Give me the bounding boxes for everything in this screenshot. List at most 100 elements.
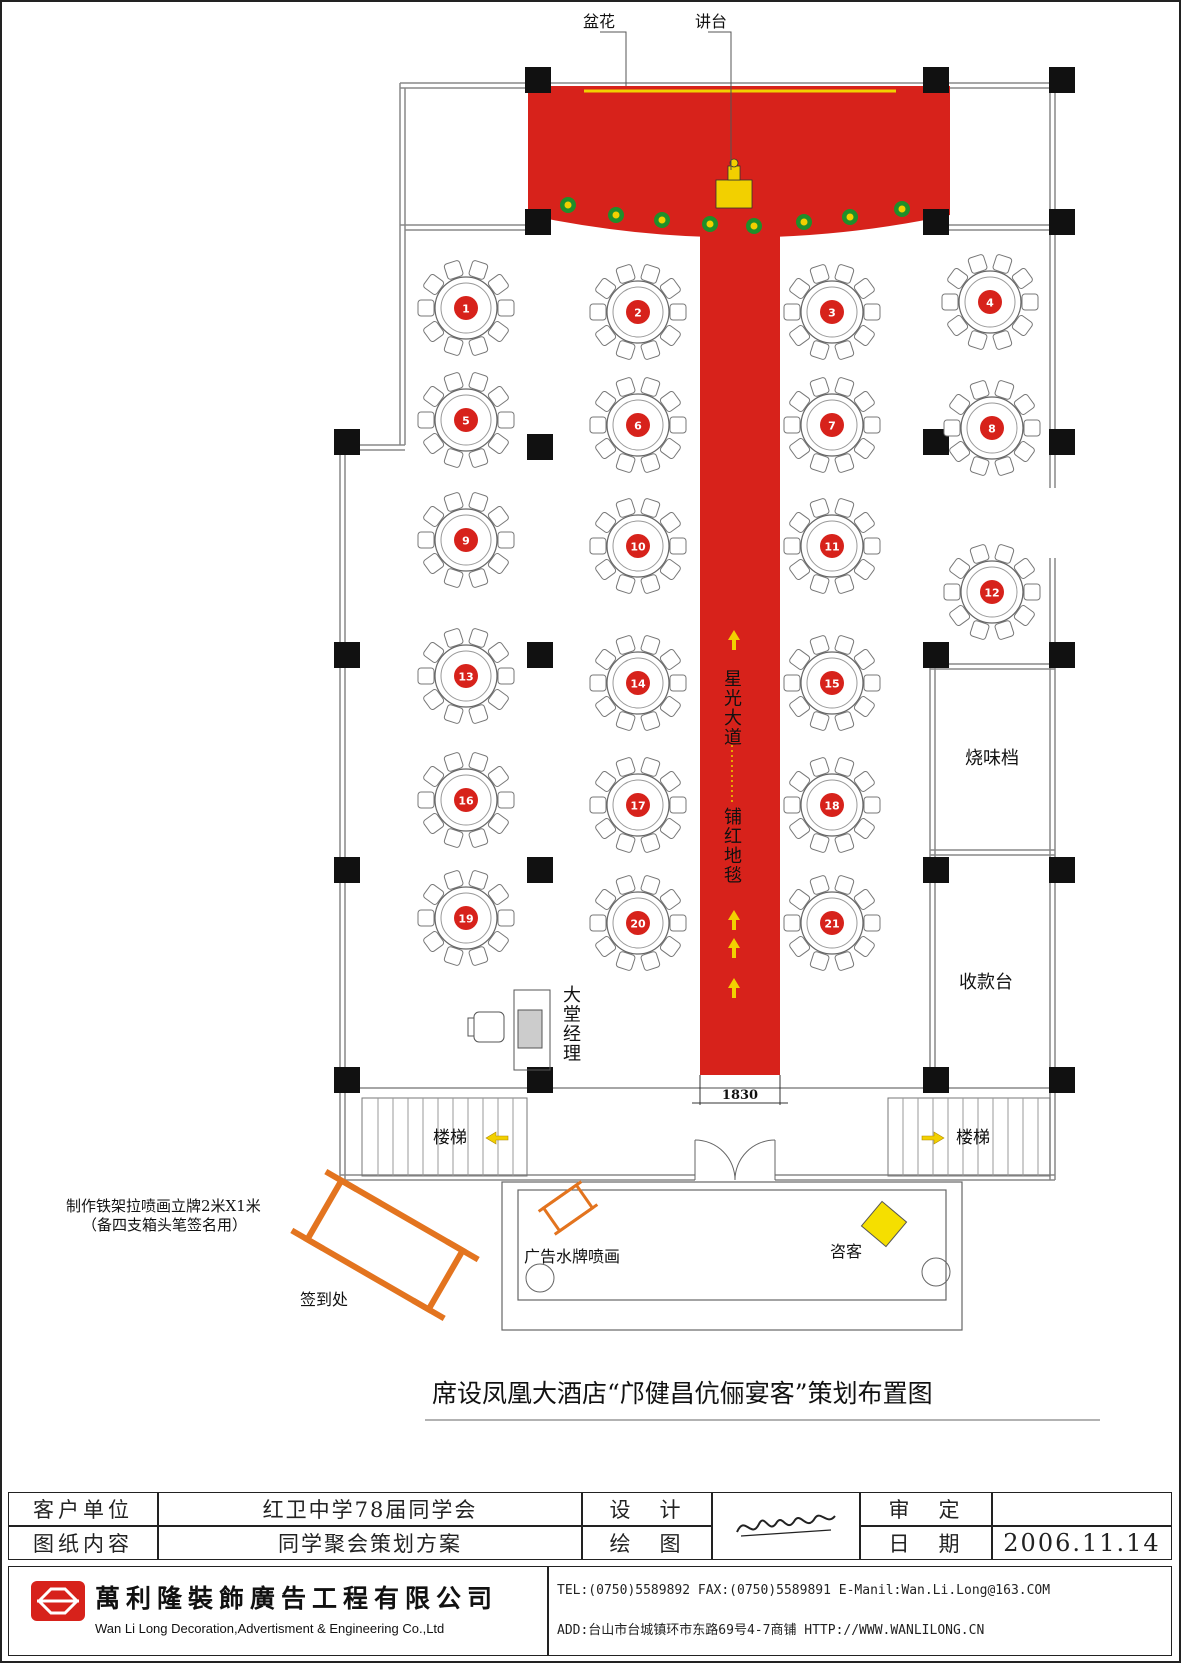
sign-note-2: （备四支箱头笔签名用） xyxy=(82,1216,247,1234)
table-number: 13 xyxy=(458,671,473,684)
table-number-badge xyxy=(454,906,478,930)
table-number: 12 xyxy=(984,587,999,600)
table-number-badge xyxy=(980,580,1004,604)
flower-icon xyxy=(608,207,624,223)
pillar xyxy=(1049,857,1075,883)
entrance-door xyxy=(694,1139,776,1181)
table-number-badge xyxy=(454,528,478,552)
table-number: 15 xyxy=(824,678,839,691)
table-number-badge xyxy=(626,534,650,558)
flower-icon xyxy=(746,218,762,234)
stage xyxy=(528,86,950,238)
table-13: 13 xyxy=(417,628,515,724)
table-number-badge xyxy=(454,664,478,688)
width-dimension xyxy=(692,1075,788,1105)
table-number: 20 xyxy=(630,918,646,931)
table-19: 19 xyxy=(417,870,515,966)
draw-label: 绘 图 xyxy=(582,1526,712,1560)
table-11: 11 xyxy=(783,498,881,594)
signature-box xyxy=(712,1492,860,1560)
pillar xyxy=(1049,1067,1075,1093)
stairs-right-steps xyxy=(887,1097,1051,1177)
table-number: 14 xyxy=(630,678,646,691)
pillar xyxy=(1049,642,1075,668)
plan-title: 席设凤凰大酒店“邝健昌伉俪宴客”策划布置图 xyxy=(432,1379,933,1408)
pillar xyxy=(923,642,949,668)
flower-icon xyxy=(560,197,576,213)
table-17: 17 xyxy=(589,757,687,853)
arrow-up-icon xyxy=(728,630,740,650)
cashier-label: 收款台 xyxy=(959,972,1013,993)
date-label: 日 期 xyxy=(860,1526,992,1560)
table-12: 12 xyxy=(943,544,1041,640)
table-number-badge xyxy=(820,300,844,324)
table-number: 1 xyxy=(462,303,470,316)
podium-label: 讲台 xyxy=(695,12,727,31)
table-number: 5 xyxy=(462,415,470,428)
pillar xyxy=(923,1067,949,1093)
carpet-label: 铺红地毯 xyxy=(724,807,742,886)
flower-icon xyxy=(842,209,858,225)
sign-in-board xyxy=(290,1168,480,1322)
table-number: 3 xyxy=(828,307,836,320)
company-block: 萬利隆裝飾廣告工程有限公司 Wan Li Long Decoration,Adv… xyxy=(8,1566,548,1656)
table-number-badge xyxy=(626,413,650,437)
table-number: 18 xyxy=(824,800,839,813)
table-7: 7 xyxy=(783,377,881,473)
date-value: 2006.11.14 xyxy=(992,1526,1172,1560)
planter-left xyxy=(525,1263,555,1293)
table-number-badge xyxy=(820,534,844,558)
pillar xyxy=(334,1067,360,1093)
red-carpet xyxy=(700,235,780,1075)
table-6: 6 xyxy=(589,377,687,473)
table-number: 6 xyxy=(634,420,642,433)
ad-board-stand xyxy=(537,1180,599,1236)
company-name-en: Wan Li Long Decoration,Advertisment & En… xyxy=(95,1621,445,1636)
table-number-badge xyxy=(454,408,478,432)
pillar xyxy=(334,429,360,455)
flower-icon xyxy=(654,212,670,228)
address-line: ADD:台山市台城镇环市东路69号4-7商铺 HTTP://WWW.WANLIL… xyxy=(557,1623,985,1638)
table-number: 9 xyxy=(462,535,470,548)
pillars xyxy=(334,67,1075,1093)
table-number: 8 xyxy=(988,423,996,436)
flower-icon xyxy=(796,214,812,230)
table-10: 10 xyxy=(589,498,687,594)
pillar xyxy=(527,1067,553,1093)
pillar xyxy=(1049,209,1075,235)
table-4: 4 xyxy=(941,254,1039,350)
arrow-up-icon xyxy=(728,978,740,998)
pillar xyxy=(334,857,360,883)
table-number: 16 xyxy=(458,795,474,808)
pillar xyxy=(923,209,949,235)
review-value xyxy=(992,1492,1172,1526)
lobby-manager-label: 大堂经理 xyxy=(563,985,581,1064)
stairs-left-label: 楼梯 xyxy=(433,1128,467,1148)
stairs-right-lines xyxy=(902,1098,1039,1176)
ad-board-label: 广告水牌喷画 xyxy=(524,1247,620,1266)
table-number: 19 xyxy=(458,913,473,926)
table-number-badge xyxy=(626,793,650,817)
table-1: 1 xyxy=(417,260,515,356)
table-number-badge xyxy=(626,671,650,695)
table-number-badge xyxy=(626,300,650,324)
table-number: 11 xyxy=(824,541,839,554)
callout-lines xyxy=(600,31,732,170)
table-number-badge xyxy=(978,290,1002,314)
pillar xyxy=(527,642,553,668)
pillar xyxy=(527,434,553,460)
starlight-label: 星光大道 xyxy=(724,669,742,748)
stairs-left-lines xyxy=(377,1098,514,1176)
client-value: 红卫中学78届同学会 xyxy=(158,1492,582,1526)
design-label: 设 计 xyxy=(582,1492,712,1526)
flower-icon xyxy=(702,216,718,232)
table-number: 17 xyxy=(630,800,645,813)
table-9: 9 xyxy=(417,492,515,588)
stairs-right-label: 楼梯 xyxy=(956,1128,990,1148)
content-label: 图纸内容 xyxy=(8,1526,158,1560)
pillar xyxy=(1049,429,1075,455)
table-number-badge xyxy=(980,416,1004,440)
arrow-up-icon xyxy=(728,910,740,930)
